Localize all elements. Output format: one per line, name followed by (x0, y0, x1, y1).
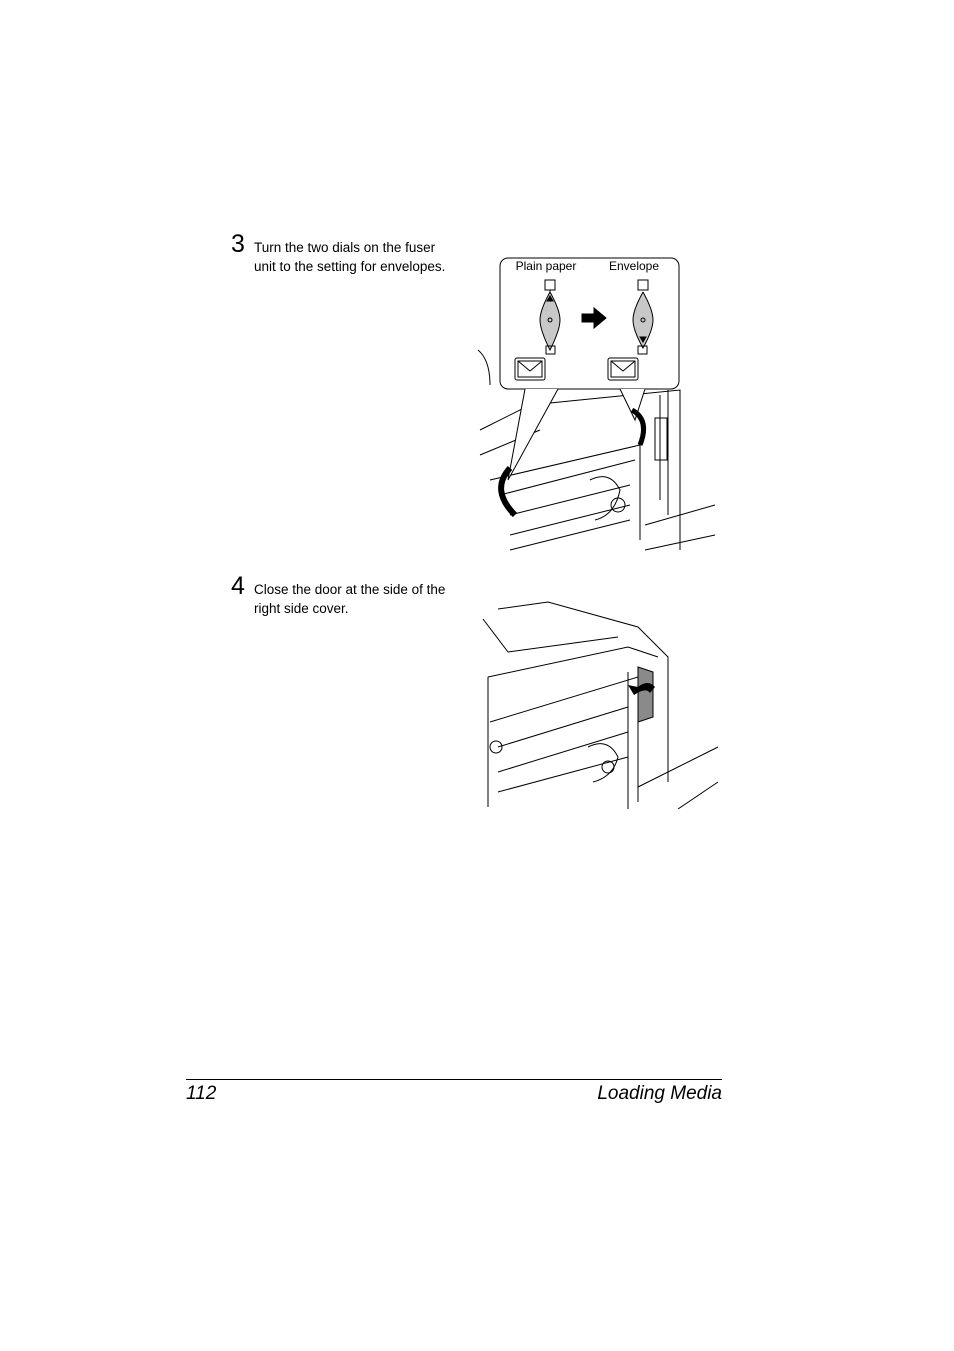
step-4-line-1: Close the door at the side of the (254, 582, 446, 597)
step-4-number: 4 (231, 572, 245, 600)
step-3-line-1: Turn the two dials on the fuser (254, 240, 436, 255)
step-3-instruction: Turn the two dials on the fuser unit to … (254, 238, 474, 276)
plain-paper-label: Plain paper (516, 259, 577, 273)
step-4-instruction: Close the door at the side of the right … (254, 580, 474, 618)
step-3-line-2: unit to the setting for envelopes. (254, 259, 446, 274)
page-number: 112 (186, 1083, 217, 1104)
close-side-door-illustration (482, 601, 719, 809)
step-3-number: 3 (231, 230, 245, 258)
section-title: Loading Media (597, 1083, 722, 1104)
step-4-line-2: right side cover. (254, 601, 349, 616)
fuser-dial-illustration: Plain paper Envelope (477, 257, 716, 551)
envelope-label: Envelope (609, 259, 659, 273)
footer-divider (186, 1079, 722, 1080)
